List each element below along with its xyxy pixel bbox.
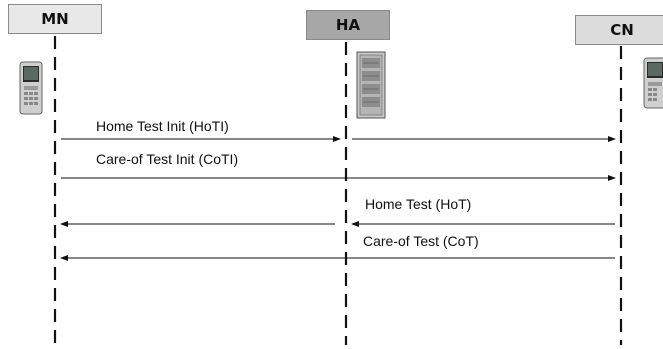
message-label-hot: Home Test (HoT) [365, 196, 472, 212]
mobile-phone-icon [643, 57, 663, 109]
message-label-hoti: Home Test Init (HoTI) [96, 118, 229, 134]
node-cn-label: CN [610, 21, 634, 39]
node-ha-box: HA [306, 10, 390, 40]
node-mn-label: MN [41, 10, 69, 28]
server-rack-icon [356, 51, 386, 119]
node-mn-box: MN [8, 4, 102, 34]
message-label-cot: Care-of Test (CoT) [363, 233, 479, 249]
mobile-phone-icon [19, 61, 43, 115]
message-label-coti: Care-of Test Init (CoTI) [96, 151, 239, 167]
node-ha-label: HA [335, 16, 361, 34]
node-cn-box: CN [575, 15, 663, 45]
